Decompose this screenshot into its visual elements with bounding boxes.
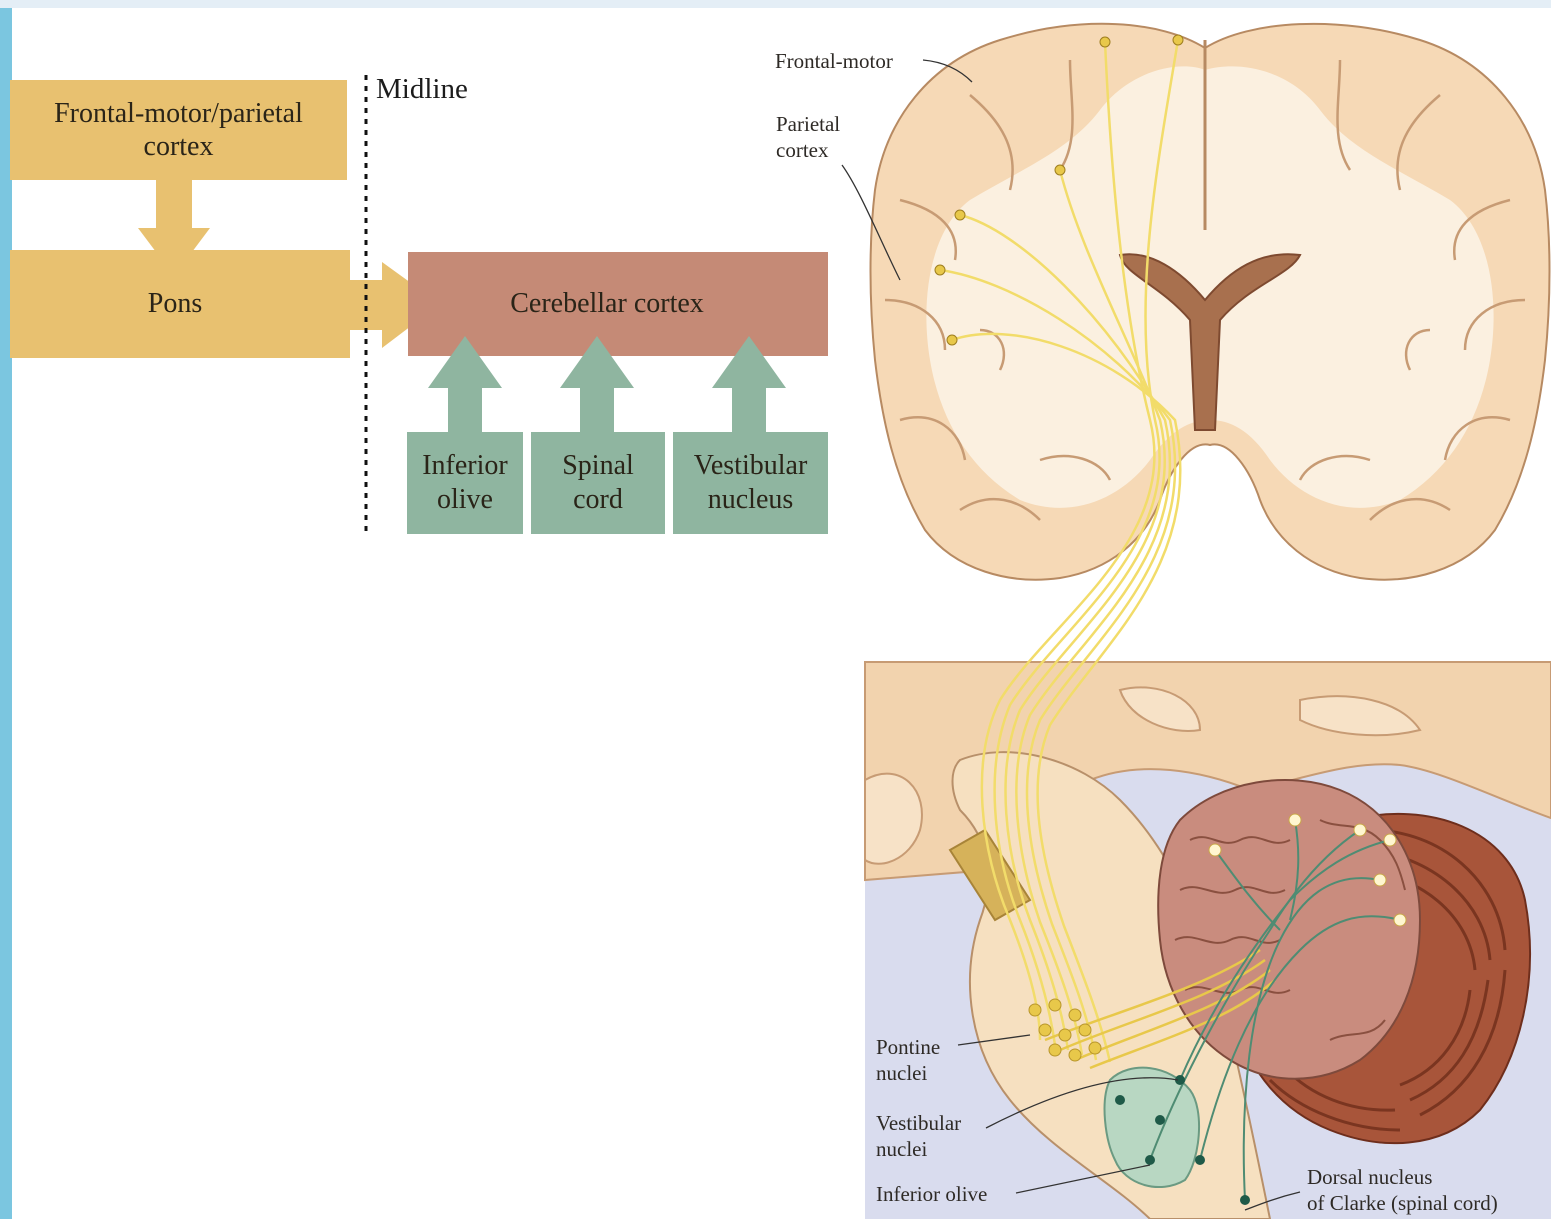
pontine-nuclei-label: Pontine nuclei (876, 1034, 940, 1086)
parietal-label-line2: cortex (776, 137, 840, 163)
clarke-label-line2: of Clarke (spinal cord) (1307, 1190, 1498, 1216)
clarke-label-line1: Dorsal nucleus (1307, 1164, 1498, 1190)
pontine-label-line1: Pontine (876, 1034, 940, 1060)
vestibular-label-line1: Vestibular (876, 1110, 961, 1136)
vestibular-label-line2: nuclei (876, 1136, 961, 1162)
frontal-motor-label: Frontal-motor (775, 48, 893, 74)
vestibular-nuclei-label: Vestibular nuclei (876, 1110, 961, 1162)
parietal-cortex-label: Parietal cortex (776, 111, 840, 163)
parietal-label-line1: Parietal (776, 111, 840, 137)
dorsal-nucleus-clarke-label: Dorsal nucleus of Clarke (spinal cord) (1307, 1164, 1498, 1216)
inferior-olive-label: Inferior olive (876, 1181, 987, 1207)
pontine-label-line2: nuclei (876, 1060, 940, 1086)
